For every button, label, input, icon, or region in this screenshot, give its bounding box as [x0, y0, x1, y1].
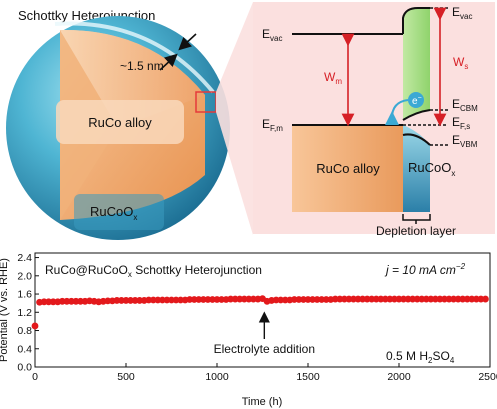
band-diagram-panel: RuCo alloy RuCoOx Evac Evac Wm Ws EF,m E… [253, 2, 495, 238]
x-tick-label: 1500 [296, 371, 320, 383]
y-axis-title: Potential (V vs. RHE) [0, 258, 10, 362]
core-label: RuCo alloy [88, 115, 152, 130]
core-label-bg [56, 100, 184, 144]
y-tick-label: 0.8 [17, 325, 32, 337]
semiconductor-valence-region [403, 125, 430, 212]
zoom-wedge [216, 2, 253, 235]
evac-bend [402, 7, 430, 34]
data-point [31, 322, 39, 330]
depletion-label: Depletion layer [376, 224, 456, 238]
y-ticks: 0.0 0.4 0.8 1.2 1.6 2.0 2.4 [17, 252, 39, 374]
x-axis-title: Time (h) [242, 396, 283, 408]
electron-label: e− [412, 95, 422, 107]
electrolyte-label: 0.5 M H2SO4 [386, 349, 455, 365]
sphere-panel: Schottky Heterojunction RuCo alloy RuCoO… [6, 2, 253, 240]
ws-label: Ws [453, 55, 468, 71]
x-ticks: 0 500 1000 1500 2000 2500 [32, 363, 497, 383]
vbm-bend [402, 133, 431, 146]
efs-label: EF,s [452, 115, 470, 131]
x-tick-label: 2000 [387, 371, 411, 383]
data-points [31, 295, 489, 330]
band-gap-region [403, 8, 430, 120]
ecbm-label: ECBM [452, 97, 478, 113]
cbm-bend [402, 109, 431, 121]
evac-right-label: Evac [452, 5, 472, 21]
y-tick-label: 1.2 [17, 307, 32, 319]
electron-icon [408, 92, 424, 108]
chart-annotation-title: RuCo@RuCoOx Schottky Heterojunction [45, 263, 262, 279]
evac-left-label: Evac [262, 27, 282, 43]
x-tick-label: 0 [32, 371, 38, 383]
y-tick-label: 2.4 [17, 252, 32, 264]
y-tick-label: 2.0 [17, 270, 32, 282]
data-point [482, 295, 489, 303]
y-tick-label: 0.0 [17, 362, 32, 374]
evbm-label: EVBM [452, 133, 478, 149]
electrolyte-addition-label: Electrolyte addition [214, 342, 315, 356]
metal-label: RuCo alloy [316, 161, 380, 176]
y-tick-label: 1.6 [17, 289, 32, 301]
current-density-label: j = 10 mA cm−2 [384, 262, 466, 277]
metal-block [292, 125, 403, 212]
shell-rim [54, 21, 215, 94]
x-tick-label: 500 [117, 371, 135, 383]
efm-label: EF,m [262, 117, 283, 133]
electron-transfer-arrow [384, 99, 409, 126]
x-tick-label: 2500 [478, 371, 497, 383]
y-tick-label: 0.4 [17, 343, 32, 355]
wm-label: Wm [324, 70, 342, 86]
shell-thickness-label: ~1.5 nm [120, 59, 164, 73]
shell-label-bg [74, 194, 164, 230]
x-tick-label: 1000 [205, 371, 229, 383]
plot-frame [34, 252, 491, 368]
stability-chart: 0.0 0.4 0.8 1.2 1.6 2.0 2.4 0 500 1000 1500 2000 25… [0, 252, 497, 408]
shell-label: RuCoOx [90, 204, 137, 222]
thickness-arrow-inner [159, 53, 178, 71]
thickness-arrow-outer [178, 33, 197, 51]
semiconductor-label: RuCoOx [408, 160, 455, 178]
